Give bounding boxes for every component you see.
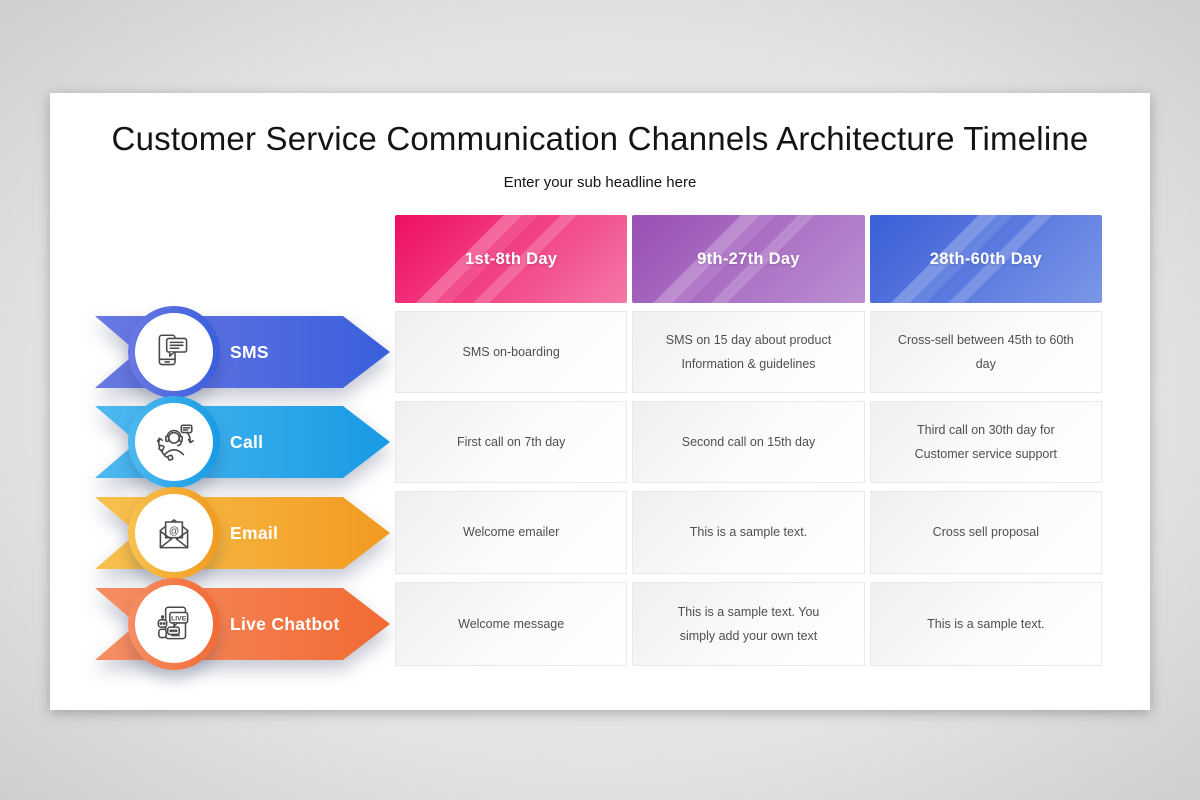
channel-label: Live Chatbot (230, 613, 340, 634)
timeline-cell-chatbot-col1: Welcome message (395, 582, 628, 666)
timeline-cell-sms-col1: SMS on-boarding (395, 311, 628, 393)
page-title: Customer Service Communication Channels … (111, 120, 1089, 157)
channel-banner-live-chatbot: LIVE Live Chatbot (95, 578, 390, 670)
cell-text: Third call on 30th day for Customer serv… (914, 422, 1058, 461)
cell-text: SMS on 15 day about product Information … (665, 332, 832, 371)
cell-text: This is a sample text. You simply add yo… (677, 604, 820, 643)
channel-label: Call (230, 431, 264, 452)
timeline-cell-email-col1: Welcome emailer (395, 491, 628, 574)
timeline-grid: 1st-8th Day 9th-27th Day 28th-60th Day S… (395, 215, 1102, 666)
timeline-cell-call-col2: Second call on 15th day (632, 401, 865, 483)
channel-banner-sms: SMS (95, 306, 390, 398)
email-at-glyph: @ (169, 526, 180, 537)
cell-text: First call on 7th day (456, 434, 566, 449)
page-subtitle: Enter your sub headline here (503, 174, 697, 191)
cell-text: This is a sample text. (689, 525, 808, 540)
timeline-cell-call-col3: Third call on 30th day for Customer serv… (869, 401, 1102, 483)
channel-banner-call: Call (95, 396, 390, 488)
slide-canvas: Customer Service Communication Channels … (50, 93, 1150, 710)
cell-text: Second call on 15th day (681, 434, 816, 449)
channel-icon-ring: @ (128, 487, 220, 579)
timeline-cell-chatbot-col2: This is a sample text. You simply add yo… (632, 582, 865, 666)
cell-text: SMS on-boarding (462, 344, 560, 359)
column-header-9th-27th-day: 9th-27th Day (632, 215, 865, 303)
column-header-label: 28th-60th Day (929, 249, 1042, 268)
channel-icon-ring (128, 396, 220, 488)
timeline-cell-sms-col2: SMS on 15 day about product Information … (632, 311, 865, 393)
cell-text: Welcome message (458, 616, 565, 631)
email-envelope-icon: @ (159, 519, 189, 549)
sms-phone-icon (158, 334, 188, 366)
channel-label: Email (230, 522, 279, 543)
cell-text: Welcome emailer (463, 525, 560, 540)
cell-text: This is a sample text. (927, 616, 1045, 631)
timeline-cell-email-col2: This is a sample text. (632, 491, 865, 574)
cell-text: Cross sell proposal (932, 525, 1039, 540)
channel-banner-email: @ Email (95, 487, 390, 579)
live-chatbot-icon: LIVE (157, 606, 189, 640)
column-header-28th-60th-day: 28th-60th Day (869, 215, 1102, 303)
channel-icon-ring (128, 306, 220, 398)
channel-icon-ring: LIVE (128, 578, 220, 670)
timeline-cell-sms-col3: Cross-sell between 45th to 60th day (869, 311, 1102, 393)
column-header-label: 9th-27th Day (697, 249, 800, 268)
column-header-1st-8th-day: 1st-8th Day (395, 215, 628, 303)
call-agent-icon (156, 424, 194, 461)
timeline-cell-email-col3: Cross sell proposal (869, 491, 1102, 574)
timeline-cell-call-col1: First call on 7th day (395, 401, 628, 483)
channel-label: SMS (230, 341, 269, 362)
timeline-cell-chatbot-col3: This is a sample text. (869, 582, 1102, 666)
live-badge-text: LIVE (171, 615, 187, 622)
cell-text: Cross-sell between 45th to 60th day (897, 332, 1074, 371)
column-header-label: 1st-8th Day (465, 249, 558, 268)
